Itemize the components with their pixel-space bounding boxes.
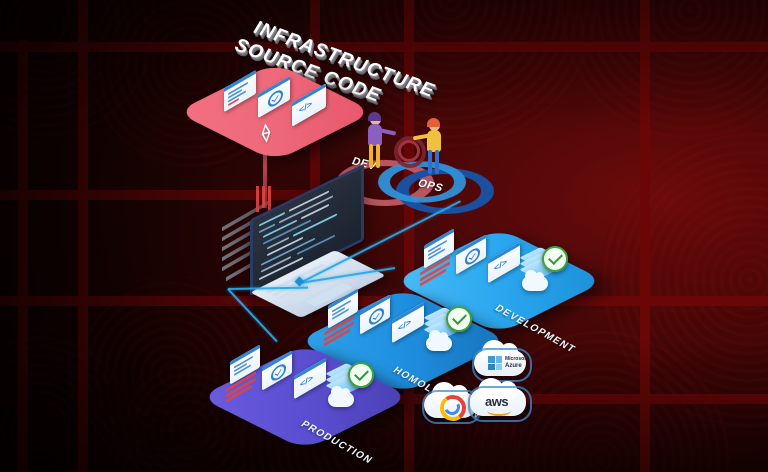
azure-label-line2: Azure (505, 363, 522, 369)
development-server-stack-icon (519, 247, 559, 291)
code-icon: </> (398, 316, 412, 334)
environment-production[interactable]: </> PRODUCTION (198, 343, 412, 466)
code-accent-line (262, 186, 265, 208)
cloud-provider-gcp[interactable] (422, 382, 482, 424)
source-platform-stem (263, 150, 267, 208)
code-icon: </> (300, 372, 314, 390)
azure-logo-mark (488, 356, 503, 371)
environment-development[interactable]: </> DEVELOPMENT (392, 227, 606, 355)
code-accent-line (268, 186, 271, 214)
devops-loop: DEV OPS (329, 112, 501, 217)
homologation-status-badge (446, 306, 472, 332)
development-status-badge (542, 246, 568, 272)
cloud-provider-aws[interactable]: aws (468, 378, 532, 422)
code-icon: </> (494, 256, 508, 274)
azure-label-line1: Microsoft (505, 356, 528, 362)
gcp-logo-mark (437, 392, 469, 424)
production-status-badge (348, 362, 374, 388)
aws-smile-icon (487, 405, 511, 416)
homologation-server-stack-icon (423, 307, 463, 351)
cloud-provider-azure[interactable]: Microsoft Azure (472, 340, 532, 382)
environment-homologation[interactable]: </> HOMOLOGATION (296, 287, 510, 421)
handshake-icon (394, 136, 426, 168)
code-icon: </> (299, 98, 313, 116)
production-server-stack-icon (325, 363, 365, 407)
code-accent-line (256, 186, 259, 212)
handshake-icon-inner (398, 140, 420, 162)
